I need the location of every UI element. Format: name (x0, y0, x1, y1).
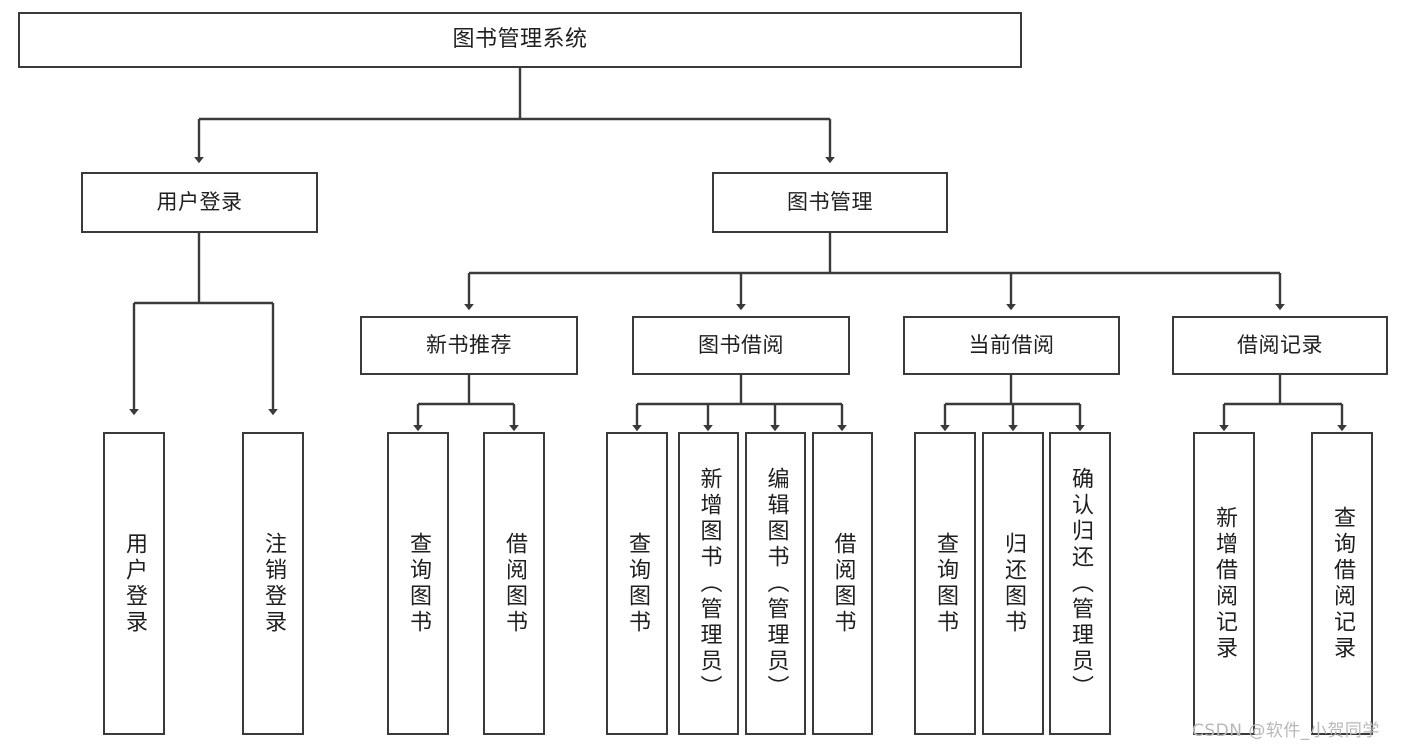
node-leaf-borrow-book-recommend[interactable]: 借阅图书 (483, 432, 545, 735)
node-label: 编辑图书（管理员） (763, 466, 789, 701)
csdn-watermark: CSDN @软件_小贺同学 (1192, 721, 1380, 741)
node-borrow-record[interactable]: 借阅记录 (1172, 316, 1388, 375)
node-label: 用户登录 (156, 190, 243, 215)
node-new-book-recommend[interactable]: 新书推荐 (360, 316, 578, 375)
node-label: 当前借阅 (968, 333, 1055, 358)
node-label: 归还图书 (1001, 531, 1026, 636)
node-label: 注销登录 (261, 531, 286, 636)
node-label: 图书管理系统 (452, 27, 588, 53)
node-root-book-management-system[interactable]: 图书管理系统 (18, 12, 1022, 68)
node-user-login[interactable]: 用户登录 (81, 172, 318, 233)
node-leaf-query-book-borrow[interactable]: 查询图书 (606, 432, 668, 735)
node-label: 查询图书 (406, 531, 431, 636)
node-current-borrow[interactable]: 当前借阅 (903, 316, 1120, 375)
node-label: 借阅记录 (1237, 333, 1323, 358)
node-label: 借阅图书 (502, 531, 527, 636)
node-label: 查询图书 (625, 531, 650, 636)
node-leaf-borrow-book-borrow[interactable]: 借阅图书 (812, 432, 873, 735)
node-label: 图书管理 (787, 190, 873, 215)
node-label: 查询图书 (933, 531, 958, 636)
node-leaf-return-book[interactable]: 归还图书 (982, 432, 1044, 735)
node-leaf-query-book-recommend[interactable]: 查询图书 (387, 432, 449, 735)
node-leaf-logout[interactable]: 注销登录 (242, 432, 304, 735)
node-label: 新增借阅记录 (1212, 505, 1237, 662)
node-label: 新书推荐 (426, 333, 512, 358)
node-book-manage[interactable]: 图书管理 (712, 172, 948, 233)
node-label: 借阅图书 (830, 531, 856, 636)
node-label: 确认归还（管理员） (1068, 466, 1093, 701)
node-leaf-query-borrow-record[interactable]: 查询借阅记录 (1311, 432, 1373, 735)
node-label: 查询借阅记录 (1330, 505, 1355, 662)
node-leaf-user-login[interactable]: 用户登录 (103, 432, 165, 735)
node-book-borrow[interactable]: 图书借阅 (632, 316, 850, 375)
node-leaf-query-book-current[interactable]: 查询图书 (914, 432, 976, 735)
node-label: 新增图书（管理员） (696, 466, 722, 701)
node-leaf-add-book-admin[interactable]: 新增图书（管理员） (678, 432, 739, 735)
node-label: 用户登录 (122, 531, 147, 636)
node-leaf-edit-book-admin[interactable]: 编辑图书（管理员） (745, 432, 806, 735)
node-leaf-add-borrow-record[interactable]: 新增借阅记录 (1193, 432, 1255, 735)
node-label: 图书借阅 (698, 333, 784, 358)
node-leaf-confirm-return-admin[interactable]: 确认归还（管理员） (1049, 432, 1111, 735)
